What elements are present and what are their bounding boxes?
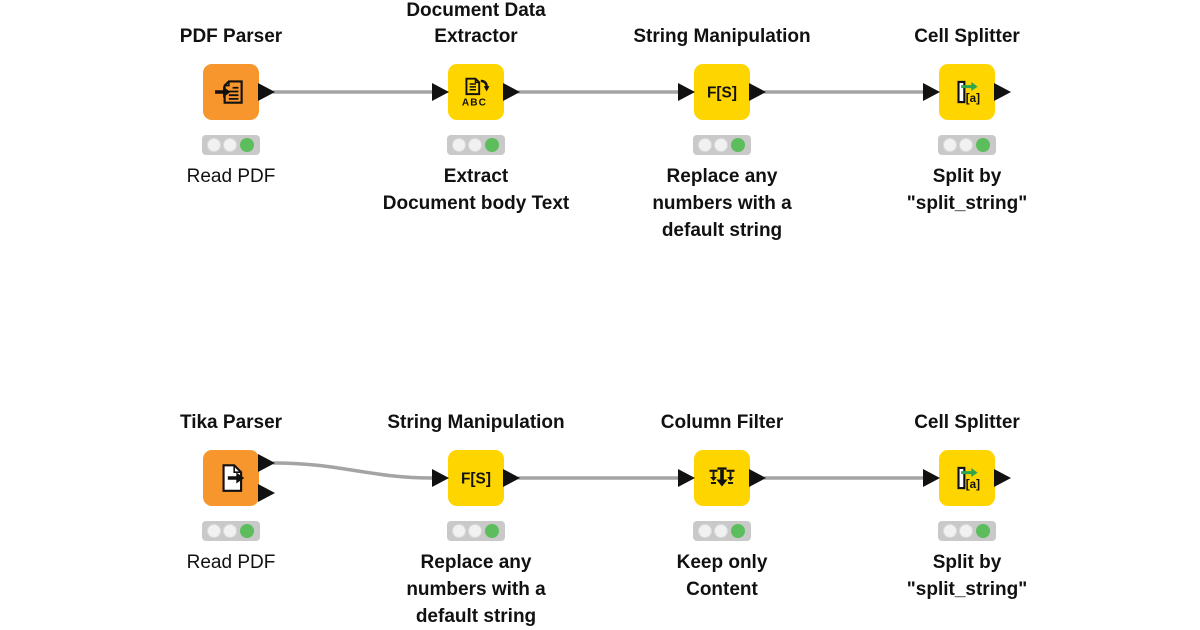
node-status-traffic-light <box>938 521 996 541</box>
node-status-traffic-light <box>447 135 505 155</box>
output-port[interactable] <box>749 469 766 487</box>
status-dot-configured <box>697 524 712 538</box>
status-dot-executed <box>975 138 990 152</box>
status-dot-configured <box>942 524 957 538</box>
document-data-extractor-icon: ABC <box>462 77 490 108</box>
string-manipulation-icon: F[S] <box>707 84 737 101</box>
node-annotation: Replace any numbers with a default strin… <box>652 166 792 241</box>
node-string-manipulation: String Manipulation F[S] Replace any num… <box>633 26 810 241</box>
node-annotation: Keep only Content <box>676 552 768 600</box>
connection[interactable] <box>272 461 435 480</box>
node-title: String Manipulation <box>387 412 565 433</box>
status-dot-configured <box>206 138 221 152</box>
input-port[interactable] <box>432 83 449 101</box>
node-title: Cell Splitter <box>914 412 1020 433</box>
node-title: Document Data Extractor <box>406 0 546 47</box>
cell-splitter-icon: [a] <box>957 466 980 491</box>
status-dot-executed <box>730 138 745 152</box>
svg-text:F[S]: F[S] <box>707 84 737 101</box>
node-column-filter: Column Filter <box>661 412 783 600</box>
output-port[interactable] <box>994 469 1011 487</box>
node-body-cell-splitter[interactable]: [a] <box>939 64 995 120</box>
tika-parser-icon <box>222 464 245 492</box>
input-port[interactable] <box>678 83 695 101</box>
status-dot-executed <box>239 138 254 152</box>
output-port[interactable] <box>258 83 275 101</box>
node-annotation: Read PDF <box>186 166 276 187</box>
status-dot-ready <box>223 524 237 538</box>
output-port[interactable] <box>994 83 1011 101</box>
status-dot-executed <box>975 524 990 538</box>
node-cell-splitter-2: Cell Splitter [a] Split by "split_string… <box>907 412 1027 600</box>
status-dot-executed <box>484 138 499 152</box>
node-status-traffic-light <box>202 521 260 541</box>
svg-text:[a]: [a] <box>966 92 980 105</box>
status-dot-configured <box>451 524 466 538</box>
node-document-data-extractor: Document Data Extractor ABC Extract Docu… <box>383 0 570 214</box>
status-dot-configured <box>206 524 221 538</box>
svg-text:ABC: ABC <box>462 97 487 108</box>
pdf-parser-icon <box>215 80 243 104</box>
node-pdf-parser: PDF Parser Read PDF <box>180 26 282 187</box>
output-port-1[interactable] <box>258 454 275 472</box>
node-annotation: Read PDF <box>186 552 276 573</box>
node-body-cell-splitter[interactable]: [a] <box>939 450 995 506</box>
node-annotation: Split by "split_string" <box>906 552 1028 600</box>
status-dot-executed <box>730 524 745 538</box>
output-port[interactable] <box>749 83 766 101</box>
node-status-traffic-light <box>938 135 996 155</box>
node-annotation: Split by "split_string" <box>906 166 1028 214</box>
node-title: Tika Parser <box>179 412 283 433</box>
output-port-2[interactable] <box>258 484 275 502</box>
node-title: Column Filter <box>660 412 784 433</box>
node-annotation: Extract Document body Text <box>382 166 570 214</box>
svg-text:F[S]: F[S] <box>461 470 491 487</box>
node-annotation: Replace any numbers with a default strin… <box>406 552 546 627</box>
string-manipulation-icon: F[S] <box>461 470 491 487</box>
node-title: String Manipulation <box>633 26 811 47</box>
input-port[interactable] <box>678 469 695 487</box>
status-dot-configured <box>942 138 957 152</box>
status-dot-ready <box>714 524 728 538</box>
node-tika-parser: Tika Parser Read PDF <box>180 412 282 573</box>
input-port[interactable] <box>923 83 940 101</box>
svg-text:[a]: [a] <box>966 478 980 491</box>
node-status-traffic-light <box>693 135 751 155</box>
output-port[interactable] <box>503 83 520 101</box>
status-dot-executed <box>239 524 254 538</box>
status-dot-executed <box>484 524 499 538</box>
node-status-traffic-light <box>693 521 751 541</box>
status-dot-configured <box>697 138 712 152</box>
status-dot-ready <box>714 138 728 152</box>
node-status-traffic-light <box>202 135 260 155</box>
status-dot-ready <box>959 524 973 538</box>
status-dot-ready <box>468 524 482 538</box>
node-body-document-data-extractor[interactable]: ABC <box>448 64 504 120</box>
input-port[interactable] <box>432 469 449 487</box>
cell-splitter-icon: [a] <box>957 80 980 105</box>
node-body-string-manipulation[interactable]: F[S] <box>694 64 750 120</box>
node-body-tika-parser[interactable] <box>203 450 259 506</box>
output-port[interactable] <box>503 469 520 487</box>
status-dot-ready <box>223 138 237 152</box>
column-filter-icon <box>709 467 735 487</box>
status-dot-ready <box>959 138 973 152</box>
node-status-traffic-light <box>447 521 505 541</box>
node-body-string-manipulation[interactable]: F[S] <box>448 450 504 506</box>
input-port[interactable] <box>923 469 940 487</box>
node-body-pdf-parser[interactable] <box>203 64 259 120</box>
status-dot-ready <box>468 138 482 152</box>
status-dot-configured <box>451 138 466 152</box>
node-cell-splitter: Cell Splitter [a] Split by "split_string… <box>907 26 1027 214</box>
node-body-column-filter[interactable] <box>694 450 750 506</box>
node-title: PDF Parser <box>179 26 283 47</box>
node-string-manipulation-2: String Manipulation F[S] Replace any num… <box>387 412 564 627</box>
node-title: Cell Splitter <box>914 26 1020 47</box>
